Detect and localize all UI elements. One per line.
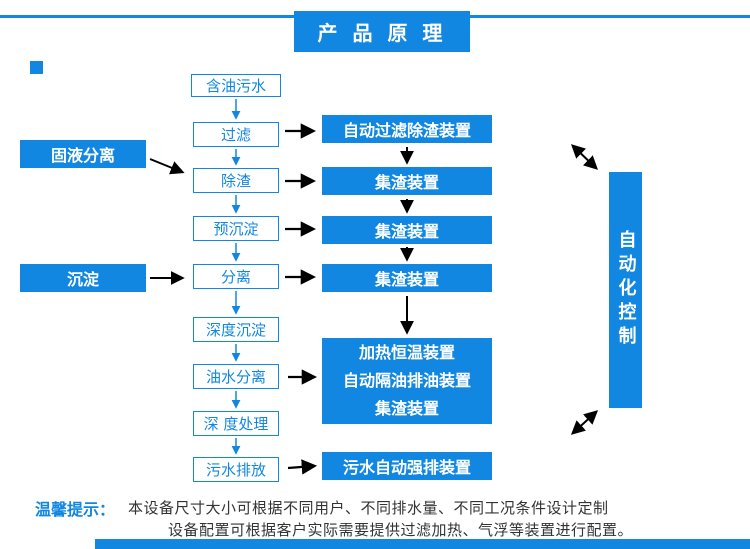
device-slag-collector-3: 集渣装置 — [322, 264, 492, 292]
device-heating-thermostat: 加热恒温装置 — [358, 343, 455, 363]
arrow-double-icon — [570, 144, 599, 170]
flow-source-box: 含油污水 — [191, 74, 281, 97]
device-slag-collector-1: 集渣装置 — [322, 167, 492, 195]
label-solid-liquid-separation: 固液分离 — [20, 140, 146, 168]
flow-step-deep-treat: 深 度处理 — [193, 411, 279, 436]
device-slag-collector-2: 集渣装置 — [322, 216, 492, 244]
label-sedimentation: 沉淀 — [20, 264, 146, 292]
page-title: 产 品 原 理 — [294, 11, 470, 52]
tips-line-1: 本设备尺寸大小可根据不同用户、不同排水量、不同工况条件设计定制 — [128, 499, 609, 517]
flow-step-discharge: 污水排放 — [193, 457, 279, 482]
device-auto-drain: 污水自动强排装置 — [322, 452, 492, 480]
flow-step-presettle: 预沉淀 — [193, 216, 279, 241]
decor-square — [30, 61, 43, 74]
flow-step-oil-water: 油水分离 — [193, 364, 279, 389]
flow-step-filter: 过滤 — [193, 122, 279, 147]
automation-control-box: 自动化控制 — [609, 172, 642, 408]
device-auto-oil-separator: 自动隔油排油装置 — [342, 371, 471, 391]
arrow-double-icon — [570, 410, 599, 435]
device-slag-collector-4: 集渣装置 — [374, 399, 439, 419]
bottom-bar — [95, 539, 750, 549]
flow-step-deslag: 除渣 — [193, 168, 279, 193]
flow-step-separate: 分离 — [193, 264, 279, 289]
arrow-right-icon — [287, 459, 318, 475]
device-auto-filter-deslag: 自动过滤除渣装置 — [322, 115, 492, 143]
tips-line-2: 设备配置可根据客户实际需要提供过滤加热、气浮等装置进行配置。 — [168, 521, 634, 539]
device-heating-oil-group: 加热恒温装置 自动隔油排油装置 集渣装置 — [322, 338, 492, 424]
flow-step-deep-settle: 深度沉淀 — [193, 317, 279, 342]
tips-label: 温馨提示： — [35, 500, 116, 519]
arrow-diagonal-icon — [149, 158, 185, 175]
